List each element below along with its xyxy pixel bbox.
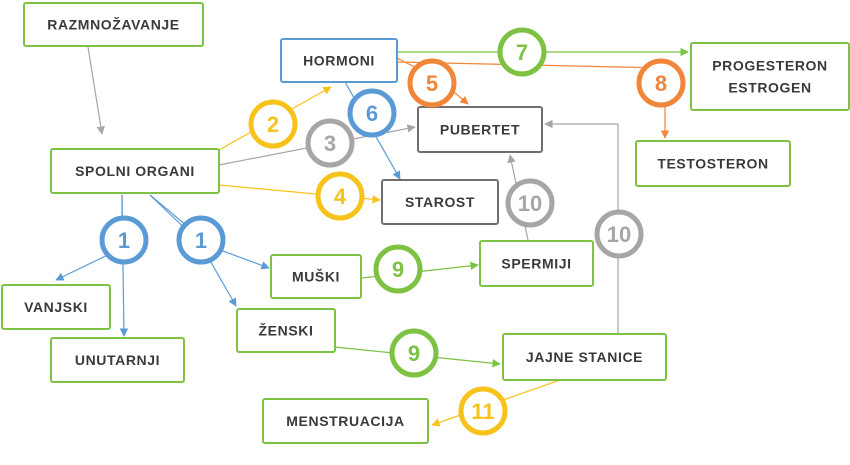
node-label-pubertet: PUBERTET <box>440 122 520 138</box>
badge-label-b7: 7 <box>516 40 528 65</box>
badge-b5: 5 <box>407 58 457 108</box>
node-label-hormoni: HORMONI <box>303 53 375 69</box>
badge-b6: 6 <box>347 88 397 138</box>
badge-b1b: 1 <box>176 215 226 265</box>
badge-b7: 7 <box>497 27 547 77</box>
node-box-jajne-stanice <box>502 333 667 381</box>
node-pubertet: PUBERTET <box>417 106 543 153</box>
node-vanjski: VANJSKI <box>1 284 111 330</box>
badge-label-b1b: 1 <box>195 228 207 253</box>
badge-label-b9b: 9 <box>408 341 420 366</box>
badge-label-b2: 2 <box>267 112 279 137</box>
badge-circle-b2 <box>248 99 298 149</box>
node-label-unutarnji: UNUTARNJI <box>75 352 160 368</box>
node-label-menstruacija: MENSTRUACIJA <box>286 413 404 429</box>
badge-circle-b5 <box>407 58 457 108</box>
badge-b9b: 9 <box>389 328 439 378</box>
node-muski: MUŠKI <box>270 254 362 299</box>
node-box-unutarnji <box>50 337 185 383</box>
badge-circle-b7 <box>497 27 547 77</box>
node-box-starost <box>381 179 499 225</box>
node-label-jajne-stanice: JAJNE STANICE <box>526 349 643 365</box>
node-spermiji: SPERMIJI <box>479 240 594 287</box>
badge-label-b10a: 10 <box>518 191 542 216</box>
node-jajne-stanice: JAJNE STANICE <box>502 333 667 381</box>
badge-circle-b3 <box>305 118 355 168</box>
badge-label-b11: 11 <box>471 399 494 424</box>
badge-label-b8: 8 <box>655 71 667 96</box>
node-spolni-organi: SPOLNI ORGANI <box>50 148 220 194</box>
node-starost: STAROST <box>381 179 499 225</box>
node-zenski: ŽENSKI <box>236 308 336 353</box>
badge-b2: 2 <box>248 99 298 149</box>
node-box-spermiji <box>479 240 594 287</box>
badge-circle-b10a <box>505 178 555 228</box>
node-razmnozavanje: RAZMNOŽAVANJE <box>23 2 204 47</box>
badge-circle-b9a <box>373 244 423 294</box>
node-box-spolni-organi <box>50 148 220 194</box>
badge-circle-b11 <box>458 386 508 436</box>
node-label-muski: MUŠKI <box>292 268 340 285</box>
badge-label-b1a: 1 <box>118 228 130 253</box>
badge-label-b10b: 10 <box>607 222 631 247</box>
node-unutarnji: UNUTARNJI <box>50 337 185 383</box>
node-label-progesteron-2: ESTROGEN <box>728 80 811 96</box>
node-progesteron: PROGESTERON ESTROGEN <box>690 42 850 111</box>
node-testosteron: TESTOSTERON <box>635 140 791 187</box>
node-label-starost: STAROST <box>405 194 475 210</box>
badge-b3: 3 <box>305 118 355 168</box>
node-menstruacija: MENSTRUACIJA <box>262 398 429 444</box>
badge-circle-b10b <box>594 209 644 259</box>
node-label-razmnozavanje: RAZMNOŽAVANJE <box>47 16 180 33</box>
badge-circle-b6 <box>347 88 397 138</box>
node-box-testosteron <box>635 140 791 187</box>
node-label-testosteron: TESTOSTERON <box>657 156 768 172</box>
badge-label-b9a: 9 <box>392 257 404 282</box>
node-label-progesteron-1: PROGESTERON <box>712 58 828 74</box>
node-label-spermiji: SPERMIJI <box>501 256 571 272</box>
badge-b8: 8 <box>636 58 686 108</box>
badge-b11: 11 <box>458 386 508 436</box>
connector-razmnozavanje-spolni <box>87 46 105 135</box>
badge-b10a: 10 <box>505 178 555 228</box>
node-box-zenski <box>236 308 336 353</box>
badge-circle-b4 <box>315 171 365 221</box>
node-box-muski <box>270 254 362 299</box>
badge-circle-b8 <box>636 58 686 108</box>
node-box-vanjski <box>1 284 111 330</box>
node-label-spolni-organi: SPOLNI ORGANI <box>75 163 195 179</box>
node-box-pubertet <box>417 106 543 153</box>
node-label-vanjski: VANJSKI <box>24 299 88 315</box>
badge-label-b6: 6 <box>366 101 378 126</box>
badge-b9a: 9 <box>373 244 423 294</box>
badge-circle-b1b <box>176 215 226 265</box>
node-box-menstruacija <box>262 398 429 444</box>
badge-b4: 4 <box>315 171 365 221</box>
node-hormoni: HORMONI <box>280 38 398 83</box>
badge-label-b5: 5 <box>426 71 438 96</box>
badge-label-b4: 4 <box>334 184 347 209</box>
connector-jajne-pubertet <box>544 119 619 333</box>
badge-b1a: 1 <box>99 215 149 265</box>
node-label-zenski: ŽENSKI <box>259 322 314 339</box>
badge-b10b: 10 <box>594 209 644 259</box>
node-box-razmnozavanje <box>23 2 204 47</box>
badge-label-b3: 3 <box>324 131 336 156</box>
badge-circle-b1a <box>99 215 149 265</box>
badge-circle-b9b <box>389 328 439 378</box>
node-box-progesteron <box>690 42 850 111</box>
node-box-hormoni <box>280 38 398 83</box>
